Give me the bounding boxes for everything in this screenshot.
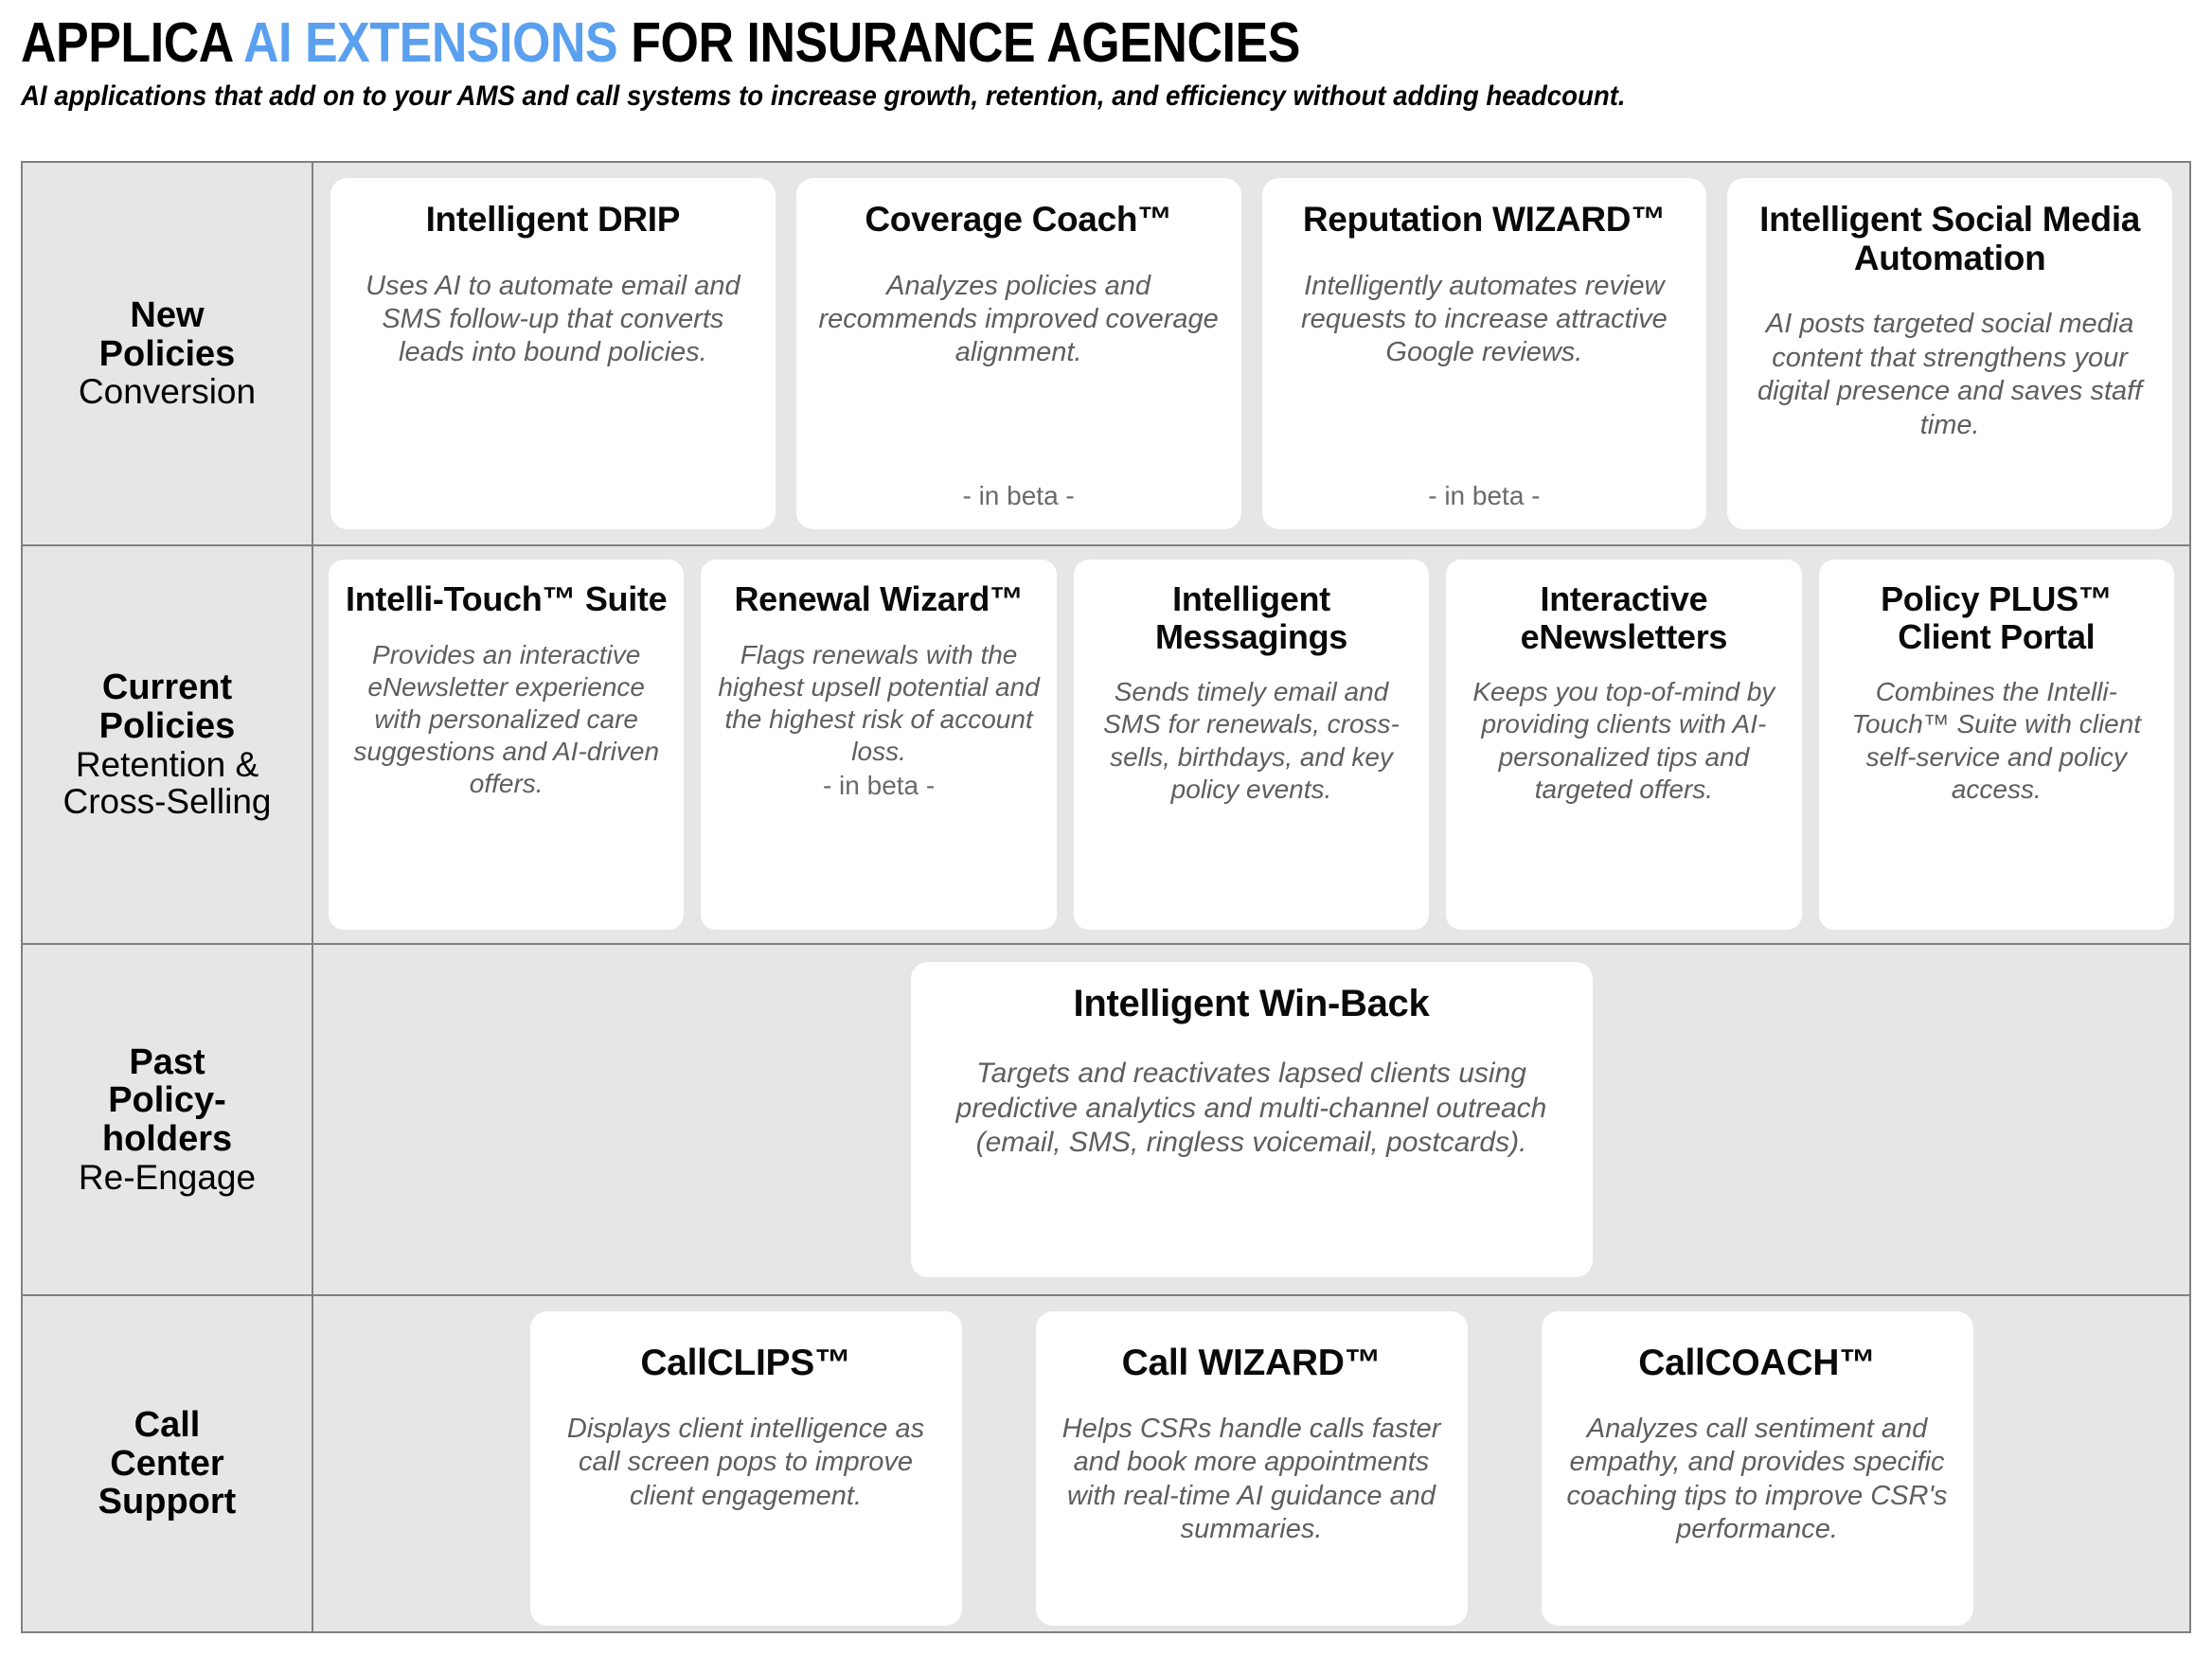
card-intelligent-messagings[interactable]: Intelligent Messagings Sends timely emai… [1073,560,1430,930]
card-description: Analyzes call sentiment and empathy, and… [1566,1413,1948,1545]
card-description: Targets and reactivates lapsed clients u… [955,1058,1547,1159]
card-intelli-touch-suite[interactable]: Intelli-Touch™ Suite Provides an interac… [328,560,685,930]
row-label-sub: Conversion [78,372,257,412]
card-title: Intelligent DRIP [425,200,681,239]
card-title: CallCOACH™ [1638,1343,1876,1383]
title-part-2: FOR INSURANCE AGENCIES [617,11,1300,74]
card-title: Renewal Wizard™ [734,579,1024,618]
card-list: CallCLIPS™ Displays client intelligence … [313,1296,2189,1631]
card-interactive-enewsletters[interactable]: Interactive eNewsletters Keeps you top-o… [1446,560,1802,930]
card-description: Provides an interactive eNewsletter expe… [353,639,660,799]
card-call-wizard[interactable]: Call WIZARD™ Helps CSRs handle calls fas… [1035,1311,1468,1626]
card-title: Interactive eNewsletters [1520,579,1728,656]
header: APPLICA AI EXTENSIONS FOR INSURANCE AGEN… [0,0,2212,113]
row-label-sub: Re-Engage [78,1157,257,1197]
card-description: Displays client intelligence as call scr… [566,1413,925,1511]
card-title: Intelligent Win-Back [1073,983,1430,1024]
card-title: Intelligent Social Media Automation [1759,200,2141,277]
title-part-1: APPLICA [21,11,243,74]
card-callcoach[interactable]: CallCOACH™ Analyzes call sentiment and e… [1541,1311,1973,1626]
row-label-sub: Retention &Cross-Selling [62,744,272,822]
card-intelligent-win-back[interactable]: Intelligent Win-Back Targets and reactiv… [910,962,1593,1277]
card-title: Reputation WIZARD™ [1302,200,1666,239]
card-intelligent-drip[interactable]: Intelligent DRIP Uses AI to automate ema… [330,178,776,529]
card-title: Policy PLUS™ Client Portal [1881,579,2113,656]
card-beta-badge: - in beta - [822,771,936,801]
card-description: Combines the Intelli-Touch™ Suite with c… [1851,677,2142,804]
card-renewal-wizard[interactable]: Renewal Wizard™ Flags renewals with the … [701,560,1057,930]
card-description: Flags renewals with the highest upsell p… [718,639,1040,767]
card-beta-badge: - in beta - [1428,481,1541,511]
card-intelligent-social-media-automation[interactable]: Intelligent Social Media Automation AI p… [1727,178,2172,529]
card-title: CallCLIPS™ [640,1343,851,1383]
card-title: Intelligent Messagings [1154,579,1348,656]
page-title: APPLICA AI EXTENSIONS FOR INSURANCE AGEN… [21,13,1949,73]
title-accent: AI EXTENSIONS [242,11,618,74]
page-subtitle: AI applications that add on to your AMS … [21,80,1626,112]
card-list: Intelligent DRIP Uses AI to automate ema… [313,163,2189,544]
card-policy-plus-client-portal[interactable]: Policy PLUS™ Client Portal Combines the … [1818,560,2175,930]
card-title: Intelli-Touch™ Suite [346,579,668,618]
card-description: Analyzes policies and recommends improve… [818,270,1219,368]
card-beta-badge: - in beta - [962,481,1075,511]
card-list: Intelli-Touch™ Suite Provides an interac… [313,546,2189,943]
card-coverage-coach[interactable]: Coverage Coach™ Analyzes policies and re… [795,178,1241,529]
card-reputation-wizard[interactable]: Reputation WIZARD™ Intelligently automat… [1261,178,1707,529]
card-callclips[interactable]: CallCLIPS™ Displays client intelligence … [529,1311,962,1626]
card-description: Uses AI to automate email and SMS follow… [366,270,740,368]
card-description: Intelligently automates review requests … [1300,270,1668,368]
card-title: Call WIZARD™ [1121,1343,1382,1383]
card-description: AI posts targeted social media content t… [1757,309,2143,440]
card-title: Coverage Coach™ [865,200,1172,239]
card-description: Sends timely email and SMS for renewals,… [1103,677,1400,804]
card-description: Helps CSRs handle calls faster and book … [1061,1413,1441,1545]
card-description: Keeps you top-of-mind by providing clien… [1472,677,1775,804]
card-list: Intelligent Win-Back Targets and reactiv… [313,945,2189,1294]
